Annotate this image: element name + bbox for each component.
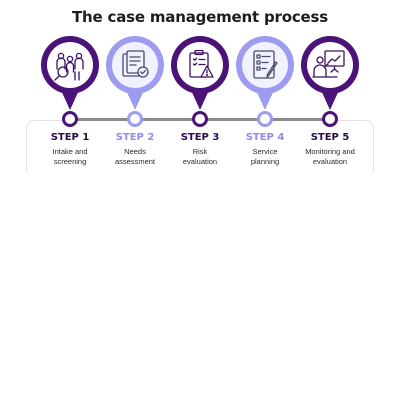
- step-label: STEP 3: [180, 132, 220, 143]
- step-3: STEP 3 Risk evaluation: [164, 36, 236, 176]
- diagram-title: The case management process: [72, 8, 328, 26]
- step-description: Intake and screening: [52, 147, 88, 166]
- step-label: STEP 1: [50, 132, 90, 143]
- presenter-chart-icon: [301, 36, 359, 110]
- step-marker: [62, 111, 78, 127]
- step-description: Service planning: [250, 147, 280, 166]
- step-marker: [322, 111, 338, 127]
- step-5: STEP 5 Monitoring and evaluation: [294, 36, 366, 176]
- step-4: STEP 4 Service planning: [229, 36, 301, 176]
- step-marker: [192, 111, 208, 127]
- step-description: Monitoring and evaluation: [305, 147, 355, 166]
- clipboard-warning-icon: [171, 36, 229, 110]
- step-1: STEP 1 Intake and screening: [34, 36, 106, 176]
- step-marker: [257, 111, 273, 127]
- step-label: STEP 5: [310, 132, 350, 143]
- planning-form-icon: [236, 36, 294, 110]
- step-description: Risk evaluation: [182, 147, 218, 166]
- step-marker: [127, 111, 143, 127]
- step-2: STEP 2 Needs assessment: [99, 36, 171, 176]
- step-label: STEP 2: [115, 132, 155, 143]
- checklist-document-icon: [106, 36, 164, 110]
- step-label: STEP 4: [245, 132, 285, 143]
- people-magnifier-icon: [41, 36, 99, 110]
- step-description: Needs assessment: [114, 147, 156, 166]
